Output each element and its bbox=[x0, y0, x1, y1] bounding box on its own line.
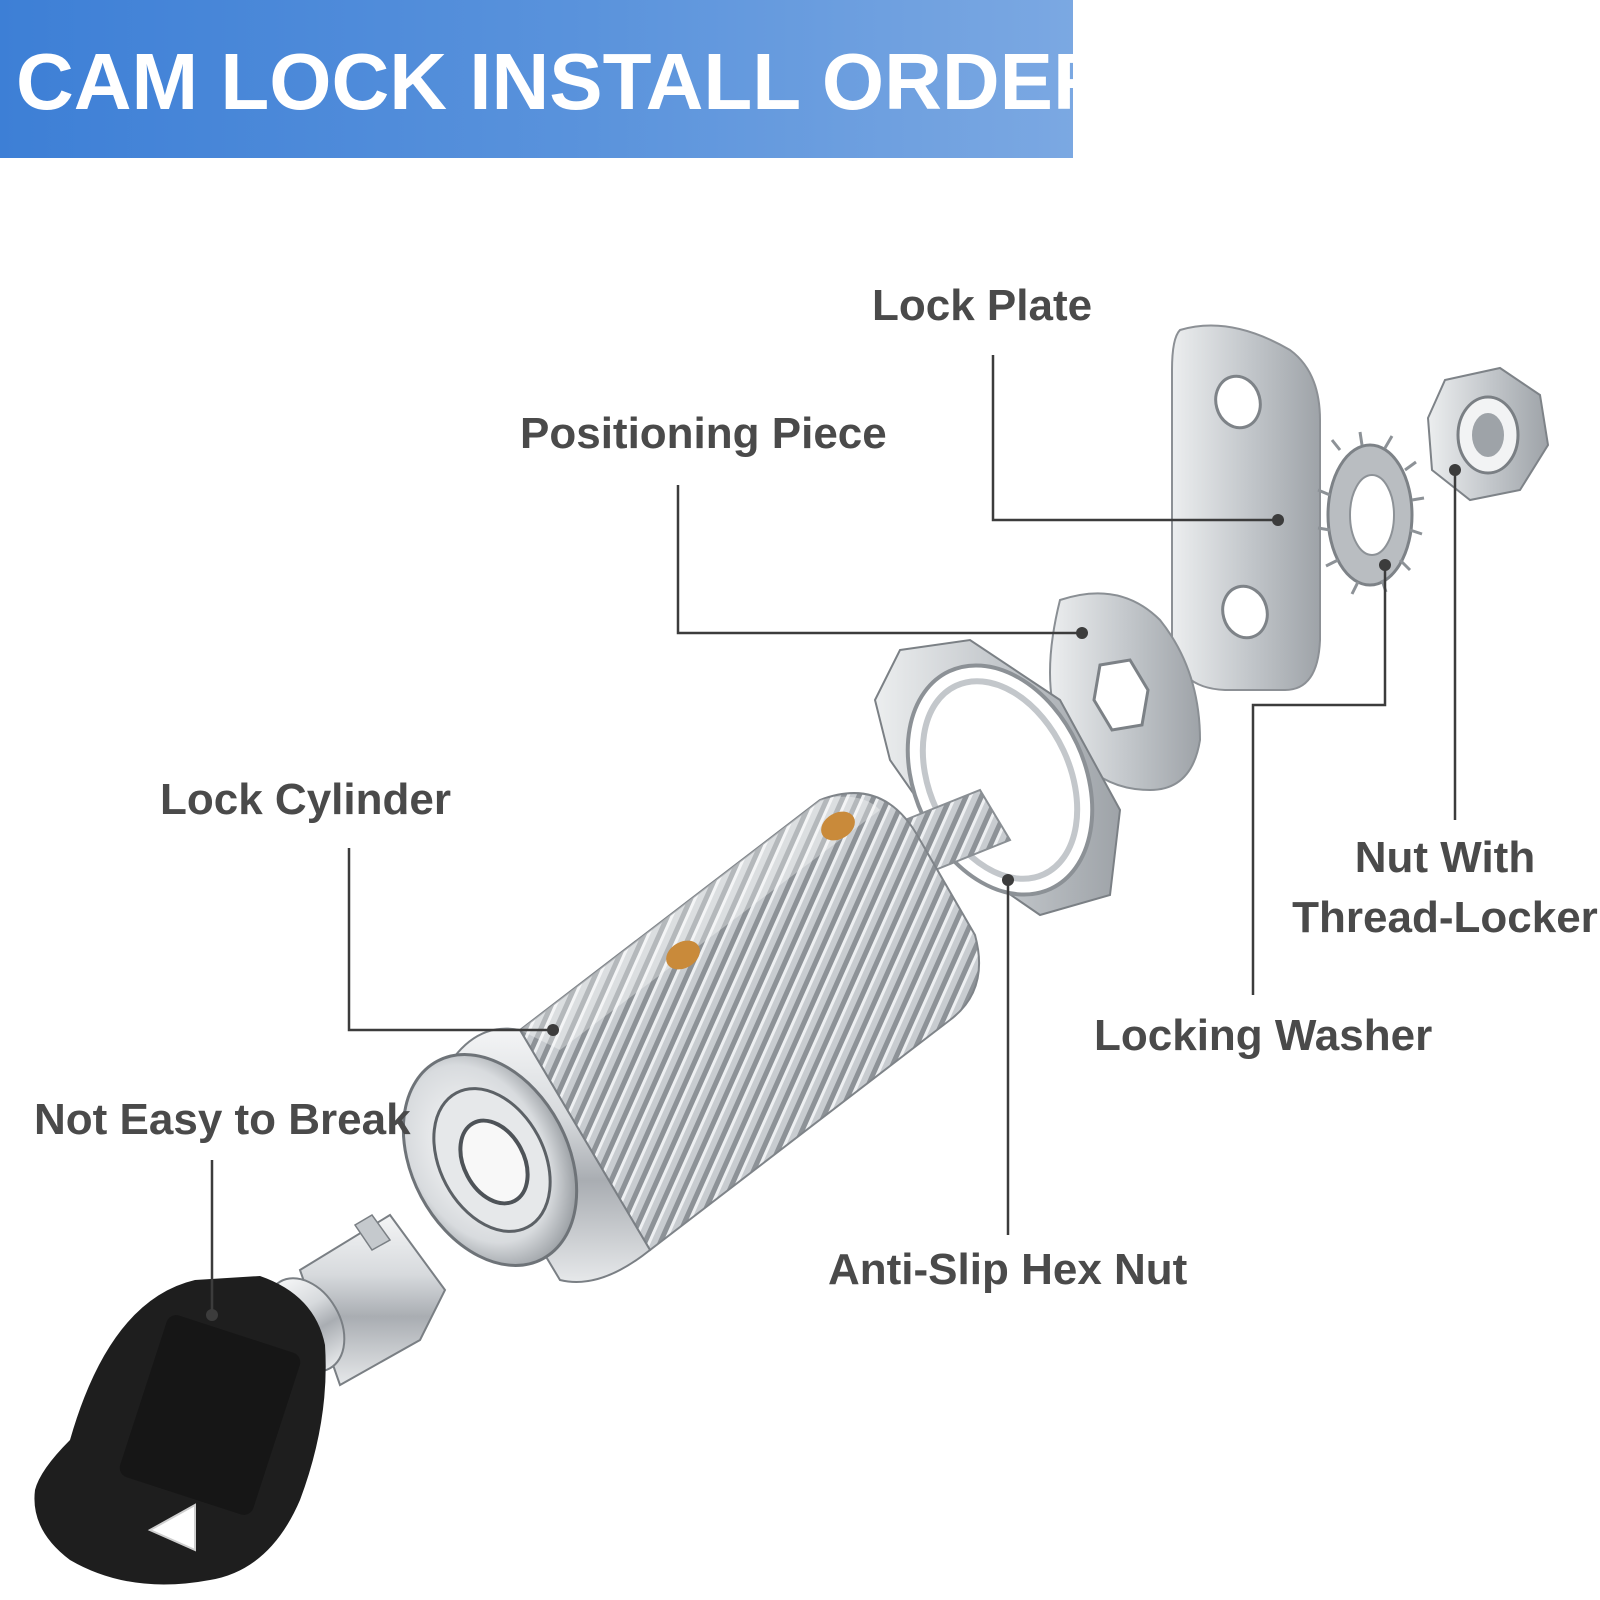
locking-washer-part bbox=[1317, 431, 1425, 595]
title-banner: CAM LOCK INSTALL ORDER bbox=[0, 0, 1111, 158]
label-positioning-piece: Positioning Piece bbox=[520, 409, 887, 458]
label-lock-plate: Lock Plate bbox=[872, 281, 1093, 330]
leader-locking-washer bbox=[1251, 565, 1387, 995]
leader-dots bbox=[206, 464, 1461, 1321]
thread-locker-nut-part bbox=[1426, 366, 1550, 502]
label-nut-with-thread-locker-line1: Nut With bbox=[1354, 833, 1536, 882]
leader-lock-plate bbox=[991, 355, 1278, 522]
lock-plate-part bbox=[1171, 324, 1321, 691]
page-title: CAM LOCK INSTALL ORDER bbox=[16, 37, 1111, 126]
label-anti-slip-hex-nut: Anti-Slip Hex Nut bbox=[828, 1245, 1188, 1294]
label-nut-with-thread-locker-line2: Thread-Locker bbox=[1292, 893, 1598, 942]
leader-positioning-piece bbox=[676, 485, 1082, 635]
positioning-piece-part bbox=[1049, 592, 1202, 792]
leader-lines bbox=[210, 355, 1457, 1315]
key-part bbox=[34, 1213, 447, 1585]
label-lock-cylinder: Lock Cylinder bbox=[160, 775, 451, 824]
leader-lock-cylinder bbox=[347, 848, 553, 1032]
hex-nut-part bbox=[873, 638, 1122, 917]
label-locking-washer: Locking Washer bbox=[1094, 1011, 1433, 1060]
label-not-easy-to-break: Not Easy to Break bbox=[34, 1095, 411, 1144]
lock-cylinder-part bbox=[401, 792, 981, 1283]
label-nut-with-thread-locker: Nut With Thread-Locker bbox=[1290, 832, 1600, 944]
